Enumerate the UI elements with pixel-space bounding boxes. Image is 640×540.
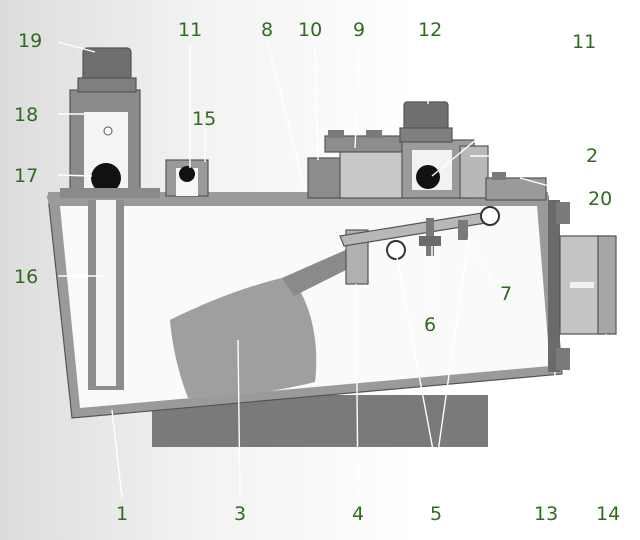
callout-18: 18 bbox=[14, 104, 38, 126]
callout-11-right: 11 bbox=[572, 31, 596, 53]
callout-8: 8 bbox=[261, 19, 273, 41]
lever-pivot-right bbox=[480, 206, 500, 226]
callout-17: 17 bbox=[14, 165, 38, 187]
callout-3: 3 bbox=[234, 503, 246, 525]
callout-13: 13 bbox=[534, 503, 558, 525]
callout-15: 15 bbox=[192, 108, 216, 130]
callout-11-left: 11 bbox=[178, 19, 202, 41]
adjust-nut bbox=[419, 236, 441, 246]
callout-labels: 19 18 17 16 11 15 8 10 9 12 11 2 20 7 6 … bbox=[14, 19, 620, 525]
callout-1: 1 bbox=[116, 503, 128, 525]
leader-lines bbox=[57, 41, 607, 499]
callout-19: 19 bbox=[18, 30, 42, 52]
valve-bolt-left bbox=[328, 130, 344, 138]
connector-slot bbox=[570, 282, 594, 288]
check-ball-right bbox=[416, 165, 440, 189]
callout-14: 14 bbox=[596, 503, 620, 525]
right-plate bbox=[459, 145, 489, 199]
callout-20: 20 bbox=[588, 188, 612, 210]
callout-7: 7 bbox=[500, 283, 512, 305]
pin bbox=[458, 220, 468, 240]
left-nut-base bbox=[77, 77, 137, 93]
valve-body bbox=[339, 147, 411, 199]
left-nut bbox=[82, 47, 132, 83]
callout-9: 9 bbox=[353, 19, 365, 41]
callout-4: 4 bbox=[352, 503, 364, 525]
side-bolt-top bbox=[556, 202, 570, 224]
callout-10: 10 bbox=[298, 19, 322, 41]
callout-5: 5 bbox=[430, 503, 442, 525]
callout-12: 12 bbox=[418, 19, 442, 41]
valve-bolt-right bbox=[366, 130, 382, 138]
right-nut-base bbox=[399, 127, 453, 143]
check-ball-left bbox=[91, 163, 121, 193]
float bbox=[170, 276, 317, 398]
lever-pivot-left bbox=[386, 240, 406, 260]
side-flange bbox=[548, 200, 560, 372]
clamp-plate bbox=[485, 177, 547, 201]
check-valve-hole bbox=[103, 126, 113, 136]
check-ball-small bbox=[179, 166, 195, 182]
callout-16: 16 bbox=[14, 266, 38, 288]
clamp-bolt bbox=[492, 172, 506, 180]
callout-6: 6 bbox=[424, 314, 436, 336]
callout-2: 2 bbox=[586, 145, 598, 167]
connector-flange bbox=[597, 235, 617, 335]
float-arm bbox=[282, 248, 362, 296]
left-collar bbox=[60, 188, 160, 198]
side-bolt-bottom bbox=[556, 348, 570, 370]
vent-tube-bore bbox=[96, 200, 116, 386]
